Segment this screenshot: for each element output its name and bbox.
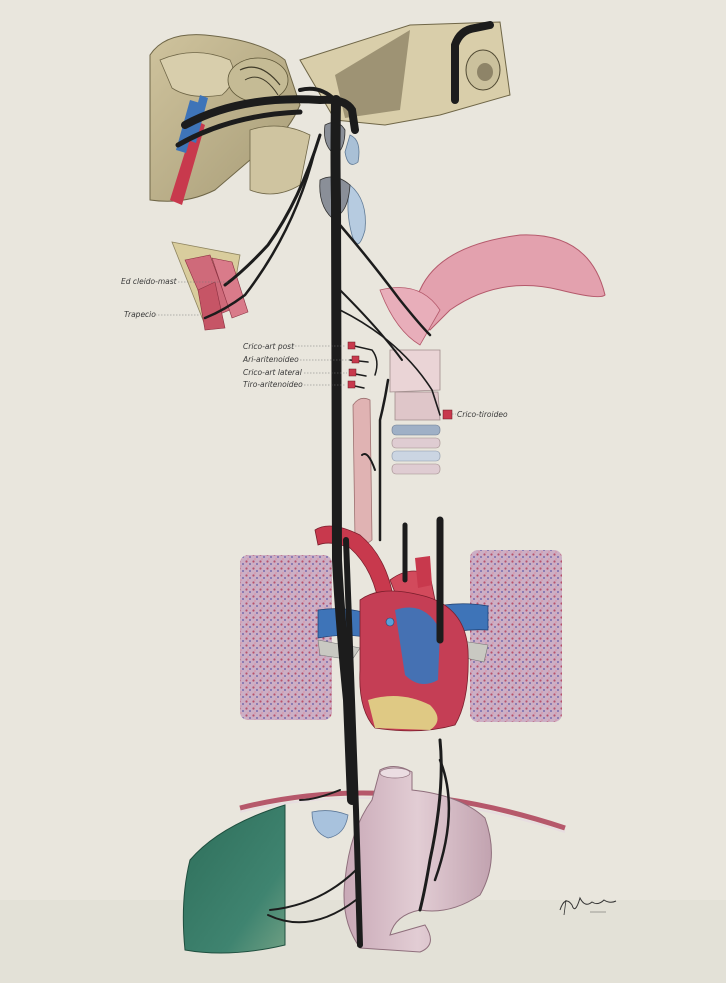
esophagus: [353, 398, 372, 544]
label-trapecio-text: Trapecio: [124, 310, 156, 319]
label-crico-art-lateral-text: Crico-art lateral: [243, 368, 303, 377]
label-tiro-aritenoideo-text: Tiro-aritenoideo: [243, 380, 303, 389]
label-esternocleido-text: Ed cleido-mast: [121, 277, 178, 286]
label-crico-art-post-text: Crico-art post: [243, 342, 295, 351]
larynx-trachea: [390, 350, 440, 474]
label-crico-tiroideo-text: Crico-tiroideo: [457, 410, 508, 419]
left-lung: [470, 550, 562, 722]
label-crico-tiroideo: Crico-tiroideo: [452, 410, 508, 419]
label-ari-aritenoideo-text: Ari-aritenoideo: [242, 355, 299, 364]
